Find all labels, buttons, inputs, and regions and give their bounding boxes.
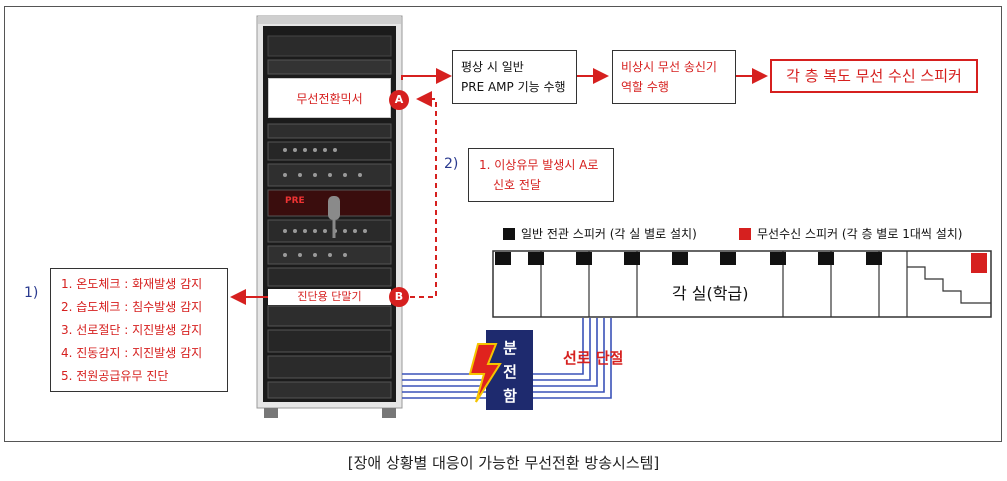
- flow-box-normal-line1: 평상 시 일반: [461, 60, 524, 74]
- legend-general-swatch: [503, 227, 515, 240]
- signal-lines: [402, 318, 612, 399]
- step2-box: 1. 이상유무 발생시 A로 신호 전달: [468, 148, 614, 202]
- flow-box-normal: 평상 시 일반 PRE AMP 기능 수행: [452, 50, 577, 104]
- step1-item-3: 3. 선로절단 : 지진발생 감지: [61, 323, 203, 337]
- floor-plan: [492, 250, 992, 318]
- junction-char-2: 전: [503, 363, 517, 381]
- flow-box-speaker: 각 층 복도 무선 수신 스피커: [770, 59, 978, 93]
- mixer-label: 무선전환믹서: [268, 78, 391, 118]
- step2-marker: 2): [444, 156, 459, 172]
- step1-item-1: 1. 온도체크 : 화재발생 감지: [61, 277, 203, 291]
- step1-box: 1. 온도체크 : 화재발생 감지 2. 습도체크 : 침수발생 감지 3. 선…: [50, 268, 228, 392]
- flow-box-emergency: 비상시 무선 송신기 역할 수행: [612, 50, 736, 104]
- step1-item-2: 2. 습도체크 : 침수발생 감지: [61, 300, 203, 314]
- figure-caption: [장애 상황별 대응이 가능한 무선전환 방송시스템]: [347, 454, 660, 472]
- junction-char-3: 함: [503, 387, 517, 405]
- lightning-icon: [468, 343, 502, 403]
- step2-line2: 신호 전달: [493, 178, 541, 192]
- legend-wireless-swatch: [739, 227, 751, 240]
- diagram-frame: [4, 6, 1002, 442]
- step1-marker: 1): [24, 285, 39, 301]
- line-cut-label: 선로 단절: [563, 349, 624, 367]
- point-b: B: [389, 287, 409, 307]
- flow-box-emergency-line1: 비상시 무선 송신기: [621, 60, 717, 74]
- legend-wireless-label: 무선수신 스피커 (각 층 별로 1대씩 설치): [757, 227, 963, 241]
- junction-char-1: 분: [503, 339, 517, 357]
- flow-box-emergency-line2: 역할 수행: [621, 80, 669, 94]
- step1-item-5: 5. 전원공급유무 진단: [61, 369, 169, 383]
- flow-box-normal-line2: PRE AMP 기능 수행: [461, 80, 566, 94]
- terminal-label: 진단용 단말기: [268, 289, 391, 305]
- rack-cabinet: [256, 15, 403, 418]
- step1-item-4: 4. 진동감지 : 지진발생 감지: [61, 346, 203, 360]
- room-label: 각 실(학급): [672, 284, 749, 303]
- legend-general: 일반 전관 스피커 (각 실 별로 설치): [503, 225, 697, 242]
- step2-line1: 1. 이상유무 발생시 A로: [479, 158, 599, 172]
- panel-text: PRE: [285, 196, 305, 206]
- legend-general-label: 일반 전관 스피커 (각 실 별로 설치): [521, 227, 697, 241]
- legend-wireless: 무선수신 스피커 (각 층 별로 1대씩 설치): [739, 225, 963, 242]
- point-a: A: [389, 90, 409, 110]
